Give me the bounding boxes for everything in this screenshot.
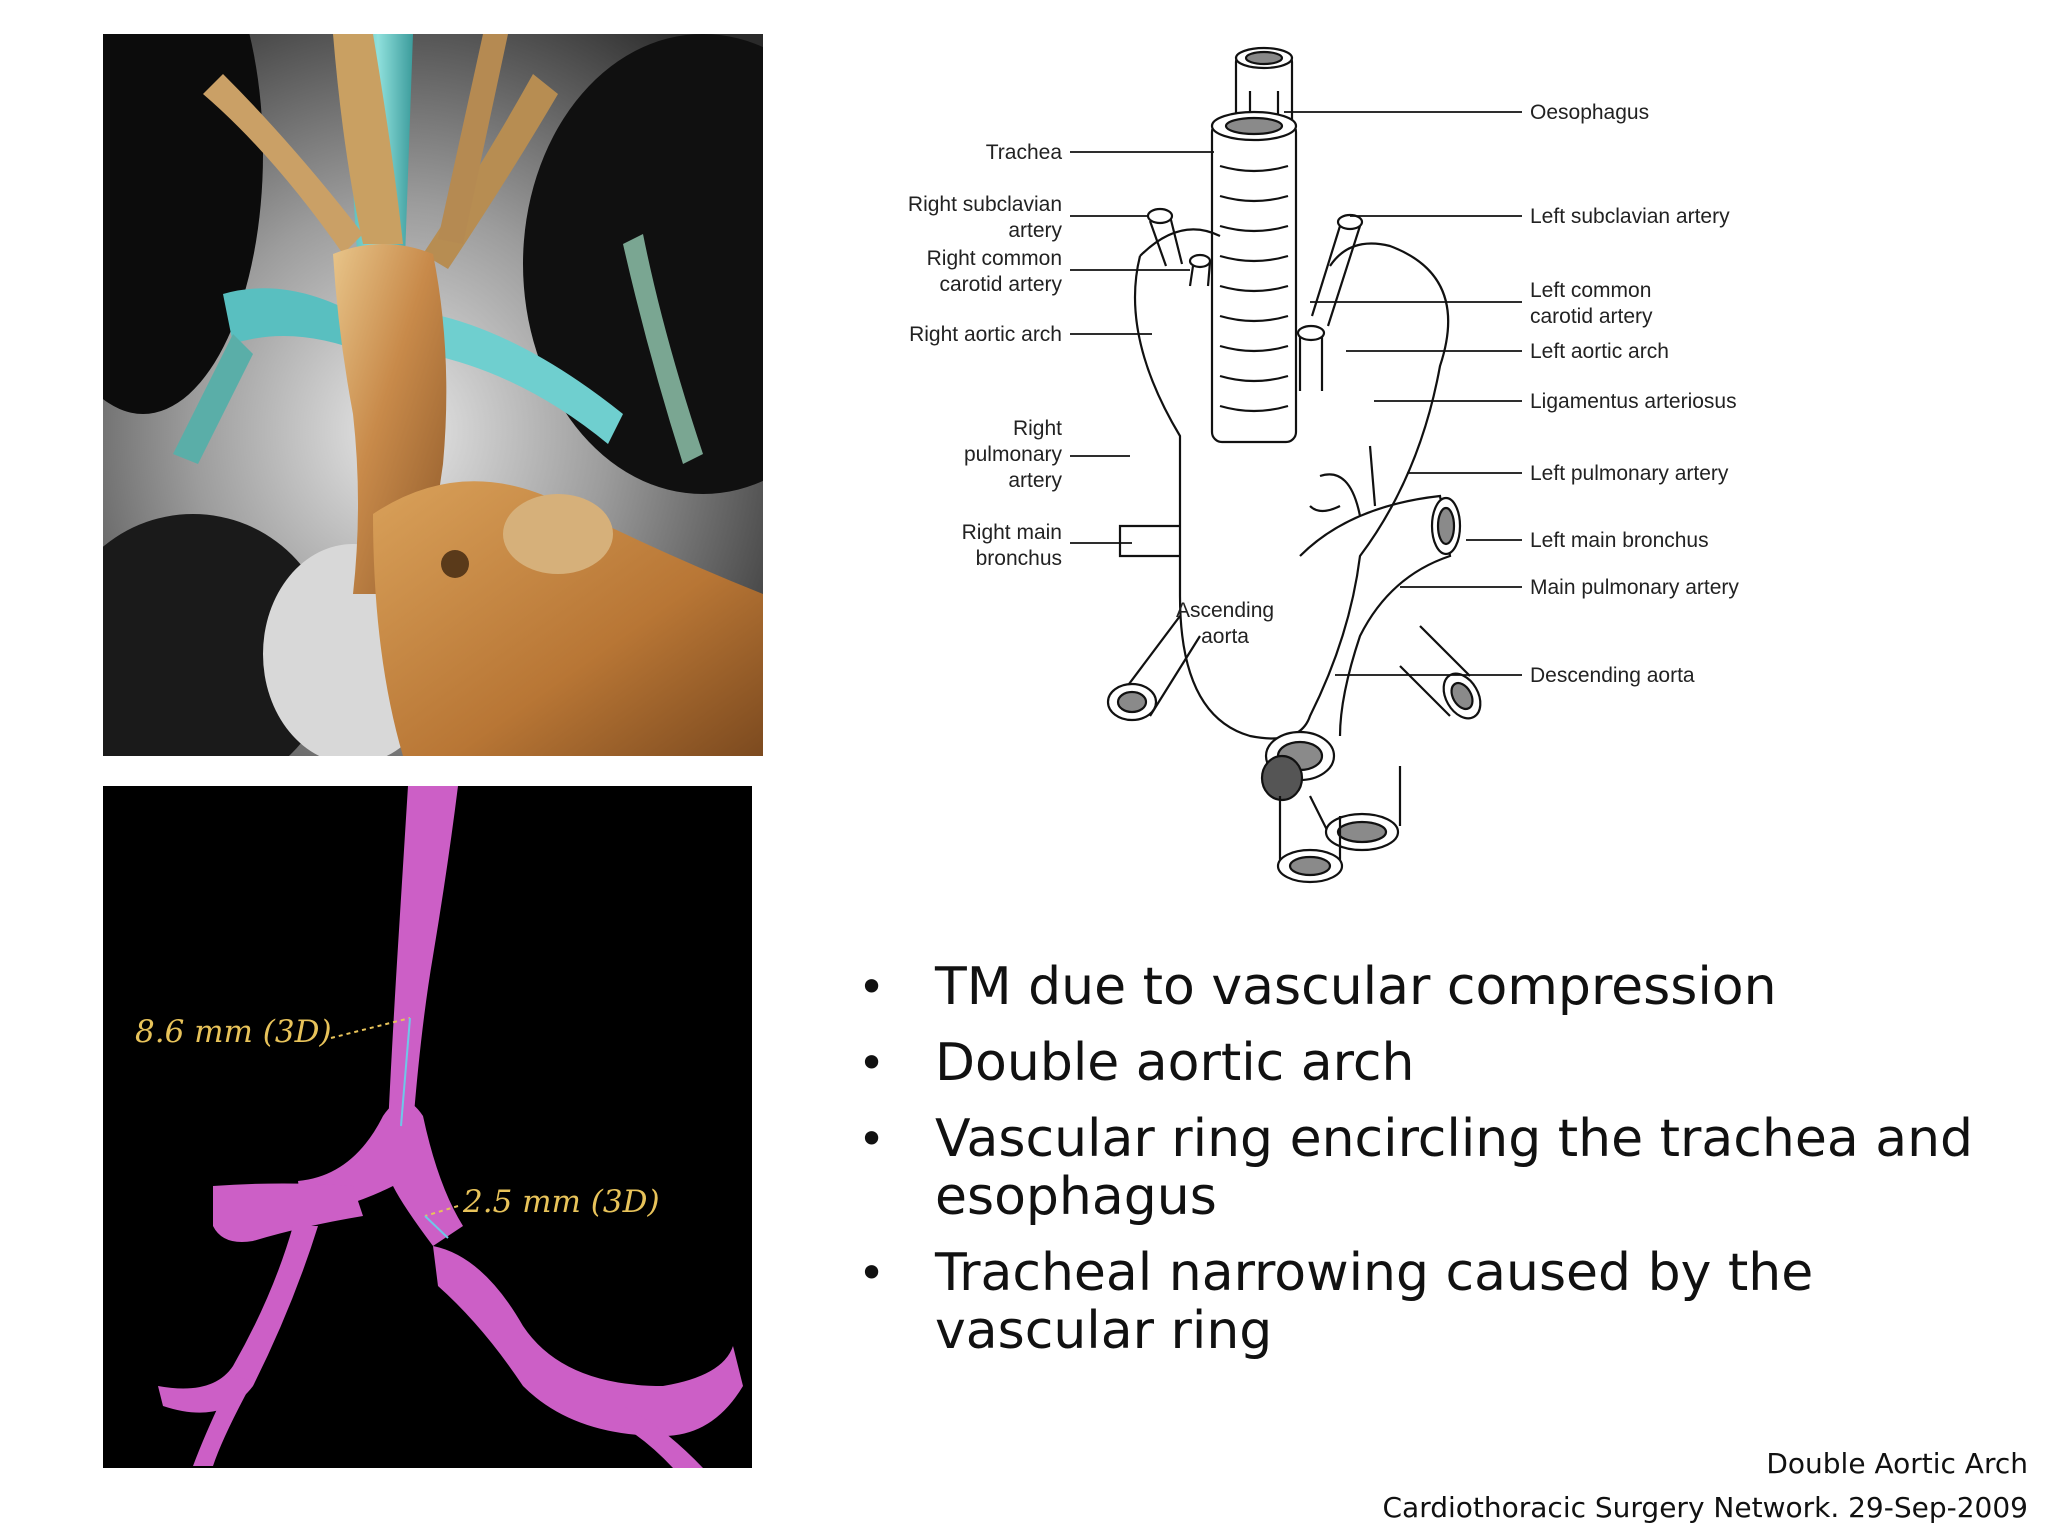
label-line: carotid artery bbox=[1530, 305, 1653, 328]
label-line: bronchus bbox=[975, 547, 1062, 570]
bullet-item: • Double aortic arch bbox=[850, 1034, 2000, 1092]
citation-title: Double Aortic Arch bbox=[1766, 1447, 2028, 1480]
vascular-ring-diagram: Trachea Right subclavian artery Right co… bbox=[880, 36, 1880, 896]
label-right-pulmonary-artery: Right pulmonary artery bbox=[964, 416, 1062, 494]
ct-render-illustration bbox=[103, 34, 763, 756]
label-left-aortic-arch: Left aortic arch bbox=[1530, 340, 1669, 363]
label-right-aortic-arch: Right aortic arch bbox=[909, 323, 1062, 346]
label-line: artery bbox=[1008, 469, 1062, 492]
airway-3d-render-image: 8.6 mm (3D) 2.5 mm (3D) bbox=[103, 786, 752, 1468]
bullet-text: Tracheal narrowing caused by the vascula… bbox=[935, 1243, 1814, 1361]
bullet-icon: • bbox=[858, 1036, 886, 1090]
label-line: Left common bbox=[1530, 279, 1652, 302]
ct-3d-render-image bbox=[103, 34, 763, 756]
label-line: artery bbox=[1008, 219, 1062, 242]
label-main-pulmonary-artery: Main pulmonary artery bbox=[1530, 576, 1739, 599]
bullet-icon: • bbox=[858, 1112, 886, 1166]
label-right-common-carotid-artery: Right common carotid artery bbox=[927, 246, 1062, 298]
bullet-icon: • bbox=[858, 1246, 886, 1300]
label-line: Right subclavian bbox=[907, 193, 1062, 216]
label-left-pulmonary-artery: Left pulmonary artery bbox=[1530, 462, 1729, 485]
bullet-text: Double aortic arch bbox=[935, 1033, 1415, 1093]
label-trachea: Trachea bbox=[985, 141, 1062, 164]
bullet-text: TM due to vascular compression bbox=[935, 957, 1777, 1017]
measurement-label-lower: 2.5 mm (3D) bbox=[463, 1184, 660, 1220]
measurement-label-upper: 8.6 mm (3D) bbox=[135, 1014, 332, 1050]
label-left-main-bronchus: Left main bronchus bbox=[1530, 529, 1709, 552]
label-right-main-bronchus: Right main bronchus bbox=[962, 520, 1062, 572]
label-line: Right main bbox=[961, 521, 1062, 544]
bullet-item: • Tracheal narrowing caused by the vascu… bbox=[850, 1244, 2000, 1360]
label-line: pulmonary bbox=[963, 443, 1062, 466]
label-ligamentus-arteriosus: Ligamentus arteriosus bbox=[1530, 390, 1737, 413]
label-right-subclavian-artery: Right subclavian artery bbox=[908, 192, 1062, 244]
bullet-icon: • bbox=[858, 960, 886, 1014]
label-descending-aorta: Descending aorta bbox=[1530, 664, 1695, 687]
label-ascending-aorta: Ascending aorta bbox=[1176, 598, 1274, 650]
label-line: Right common bbox=[926, 247, 1062, 270]
bullet-item: • TM due to vascular compression bbox=[850, 958, 2000, 1016]
label-line: Ascending bbox=[1176, 599, 1275, 622]
label-line: aorta bbox=[1201, 625, 1249, 648]
label-oesophagus: Oesophagus bbox=[1530, 101, 1650, 124]
label-line: carotid artery bbox=[939, 273, 1062, 296]
label-line: Right bbox=[1012, 417, 1062, 440]
bullet-text: Vascular ring encircling the trachea and… bbox=[935, 1109, 1974, 1227]
citation-source: Cardiothoracic Surgery Network. 29-Sep-2… bbox=[1382, 1491, 2028, 1524]
airway-illustration bbox=[158, 786, 743, 1468]
diagram-drawing bbox=[1070, 46, 1522, 884]
label-left-subclavian-artery: Left subclavian artery bbox=[1530, 205, 1730, 228]
label-left-common-carotid-artery: Left common carotid artery bbox=[1530, 278, 1653, 330]
citation: Double Aortic Arch Cardiothoracic Surger… bbox=[1382, 1442, 2028, 1530]
bullet-list: • TM due to vascular compression • Doubl… bbox=[850, 958, 2000, 1378]
bullet-item: • Vascular ring encircling the trachea a… bbox=[850, 1110, 2000, 1226]
